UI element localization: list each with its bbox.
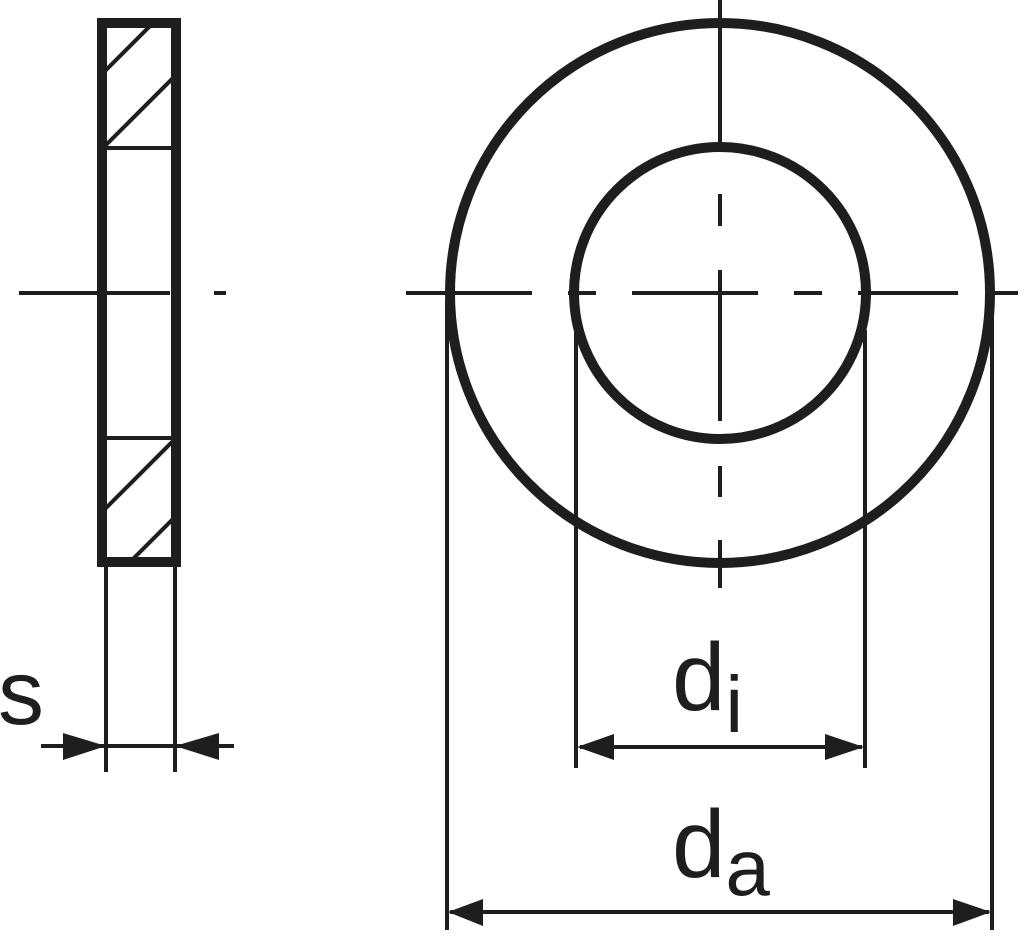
inner-circle <box>569 142 871 444</box>
arrow-di-left <box>577 734 614 760</box>
label-di: di <box>672 624 743 749</box>
arrow-s-left <box>63 733 106 760</box>
side-view <box>19 18 234 772</box>
hatching-top <box>104 25 174 149</box>
arrow-da-left <box>448 899 483 926</box>
arrow-s-right <box>175 733 219 760</box>
front-view <box>406 0 1018 930</box>
arrow-da-right <box>953 899 991 926</box>
hatching-bottom <box>104 437 174 560</box>
label-s: s <box>0 642 44 744</box>
outer-circle <box>445 18 995 568</box>
arrow-di-right <box>825 734 864 760</box>
side-outline <box>97 18 181 567</box>
label-da: da <box>672 791 770 912</box>
